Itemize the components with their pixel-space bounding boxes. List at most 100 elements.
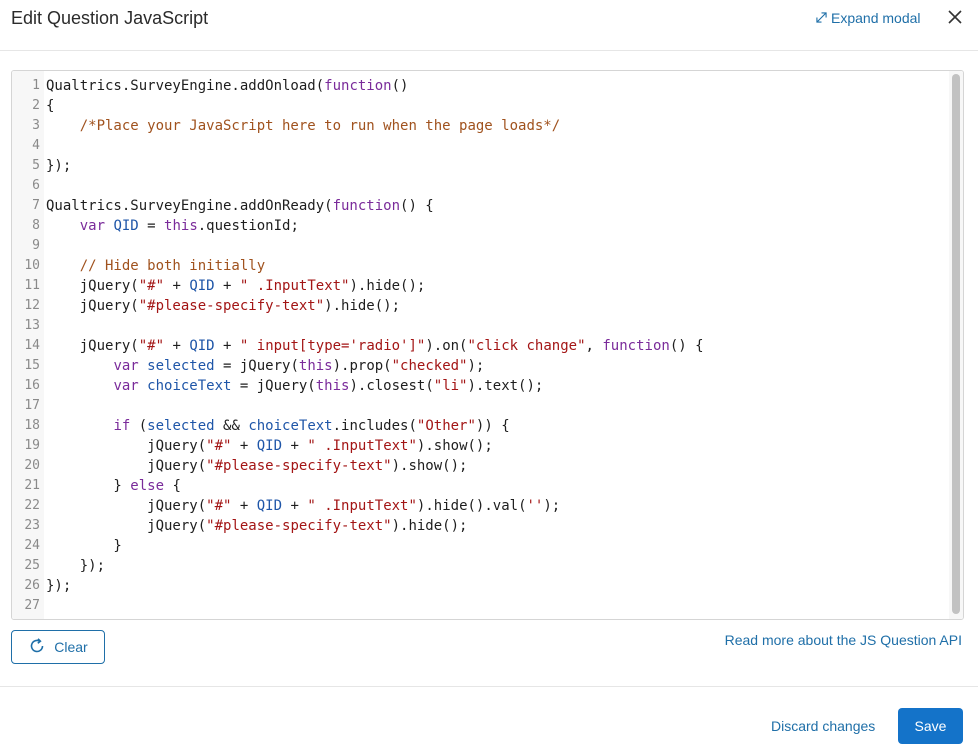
code-line[interactable]: 17 bbox=[12, 396, 949, 416]
code-token: function bbox=[602, 338, 670, 354]
code-line[interactable]: 8 var QID = this.questionId; bbox=[12, 216, 949, 236]
code-text: var choiceText = jQuery(this).closest("l… bbox=[40, 376, 543, 396]
expand-modal-button[interactable]: Expand modal bbox=[816, 10, 921, 26]
code-text: jQuery("#please-specify-text").show(); bbox=[40, 456, 467, 476]
code-token bbox=[46, 218, 80, 234]
code-token: jQuery( bbox=[46, 278, 139, 294]
code-line[interactable]: 19 jQuery("#" + QID + " .InputText").sho… bbox=[12, 436, 949, 456]
code-token: () { bbox=[400, 198, 434, 214]
code-token: QID bbox=[189, 278, 215, 294]
code-line[interactable]: 11 jQuery("#" + QID + " .InputText").hid… bbox=[12, 276, 949, 296]
code-text bbox=[40, 596, 46, 616]
code-token: this bbox=[164, 218, 198, 234]
code-text: jQuery("#please-specify-text").hide(); bbox=[40, 296, 400, 316]
code-token: selected bbox=[147, 358, 215, 374]
code-token: }); bbox=[46, 578, 72, 594]
code-token: , bbox=[585, 338, 603, 354]
code-line[interactable]: 12 jQuery("#please-specify-text").hide()… bbox=[12, 296, 949, 316]
code-text: jQuery("#" + QID + " .InputText").hide()… bbox=[40, 276, 426, 296]
code-token bbox=[46, 258, 80, 274]
code-line[interactable]: 3 /*Place your JavaScript here to run wh… bbox=[12, 116, 949, 136]
line-number: 26 bbox=[24, 578, 40, 593]
code-line[interactable]: 5}); bbox=[12, 156, 949, 176]
code-line[interactable]: 2{ bbox=[12, 96, 949, 116]
code-token: if bbox=[113, 418, 131, 434]
scrollbar-thumb[interactable] bbox=[952, 74, 960, 614]
line-number: 19 bbox=[24, 438, 40, 453]
code-token: ).hide().val( bbox=[416, 498, 527, 514]
code-line[interactable]: 6 bbox=[12, 176, 949, 196]
code-text bbox=[40, 176, 46, 196]
code-token: ).hide(); bbox=[349, 278, 426, 294]
code-line[interactable]: 21 } else { bbox=[12, 476, 949, 496]
code-line[interactable]: 27 bbox=[12, 596, 949, 616]
code-token: "checked" bbox=[391, 358, 468, 374]
code-text: // Hide both initially bbox=[40, 256, 265, 276]
code-text: /*Place your JavaScript here to run when… bbox=[40, 116, 560, 136]
code-token: choiceText bbox=[147, 378, 232, 394]
code-text: var QID = this.questionId; bbox=[40, 216, 299, 236]
code-line[interactable]: 13 bbox=[12, 316, 949, 336]
code-token: '' bbox=[526, 498, 544, 514]
line-number: 7 bbox=[32, 198, 40, 213]
code-token: }); bbox=[46, 158, 72, 174]
line-number: 22 bbox=[24, 498, 40, 513]
line-number: 24 bbox=[24, 538, 40, 553]
code-token: /*Place your JavaScript here to run when… bbox=[79, 118, 561, 134]
code-token: ).hide(); bbox=[391, 518, 468, 534]
code-token: "#" bbox=[138, 278, 165, 294]
read-more-link[interactable]: Read more about the JS Question API bbox=[724, 632, 962, 648]
code-token: }); bbox=[46, 558, 106, 574]
save-button[interactable]: Save bbox=[898, 708, 963, 744]
code-token: = jQuery( bbox=[214, 358, 299, 374]
code-token: this bbox=[298, 358, 333, 374]
code-token: else bbox=[130, 478, 165, 494]
code-line[interactable]: 25 }); bbox=[12, 556, 949, 576]
code-line[interactable]: 10 // Hide both initially bbox=[12, 256, 949, 276]
close-icon[interactable] bbox=[946, 8, 964, 26]
code-line[interactable]: 20 jQuery("#please-specify-text").show()… bbox=[12, 456, 949, 476]
code-token: + bbox=[214, 338, 240, 354]
code-token: QID bbox=[113, 218, 139, 234]
code-token: " .InputText" bbox=[307, 438, 417, 454]
code-token: + bbox=[282, 438, 308, 454]
code-text: } else { bbox=[40, 476, 180, 496]
modal-header: Edit Question JavaScript Expand modal bbox=[0, 0, 978, 51]
code-line[interactable]: 9 bbox=[12, 236, 949, 256]
code-line[interactable]: 24 } bbox=[12, 536, 949, 556]
code-text bbox=[40, 316, 46, 336]
code-token: jQuery( bbox=[46, 298, 139, 314]
code-text: { bbox=[40, 96, 54, 116]
code-token: .questionId; bbox=[197, 218, 299, 234]
line-number: 14 bbox=[24, 338, 40, 353]
code-text: }); bbox=[40, 156, 71, 176]
code-line[interactable]: 4 bbox=[12, 136, 949, 156]
code-token: ).text(); bbox=[467, 378, 544, 394]
code-line[interactable]: 26}); bbox=[12, 576, 949, 596]
code-line[interactable]: 18 if (selected && choiceText.includes("… bbox=[12, 416, 949, 436]
scrollbar-track[interactable] bbox=[949, 71, 963, 619]
code-token: "#" bbox=[206, 498, 232, 514]
code-line[interactable]: 15 var selected = jQuery(this).prop("che… bbox=[12, 356, 949, 376]
code-line[interactable]: 14 jQuery("#" + QID + " input[type='radi… bbox=[12, 336, 949, 356]
line-number: 5 bbox=[32, 158, 40, 173]
code-line[interactable]: 16 var choiceText = jQuery(this).closest… bbox=[12, 376, 949, 396]
line-number: 9 bbox=[32, 238, 40, 253]
discard-changes-button[interactable]: Discard changes bbox=[771, 718, 876, 734]
code-line[interactable]: 22 jQuery("#" + QID + " .InputText").hid… bbox=[12, 496, 949, 516]
code-token: + bbox=[164, 338, 190, 354]
code-token: ).prop( bbox=[332, 358, 392, 374]
code-line[interactable]: 23 jQuery("#please-specify-text").hide()… bbox=[12, 516, 949, 536]
line-number: 11 bbox=[24, 278, 40, 293]
expand-modal-label: Expand modal bbox=[831, 10, 921, 26]
code-token: QID bbox=[189, 338, 215, 354]
code-token: function bbox=[324, 78, 392, 94]
code-token: var bbox=[79, 218, 114, 234]
code-token: QID bbox=[256, 498, 283, 514]
code-token: selected bbox=[147, 418, 215, 434]
clear-button[interactable]: Clear bbox=[11, 630, 105, 664]
